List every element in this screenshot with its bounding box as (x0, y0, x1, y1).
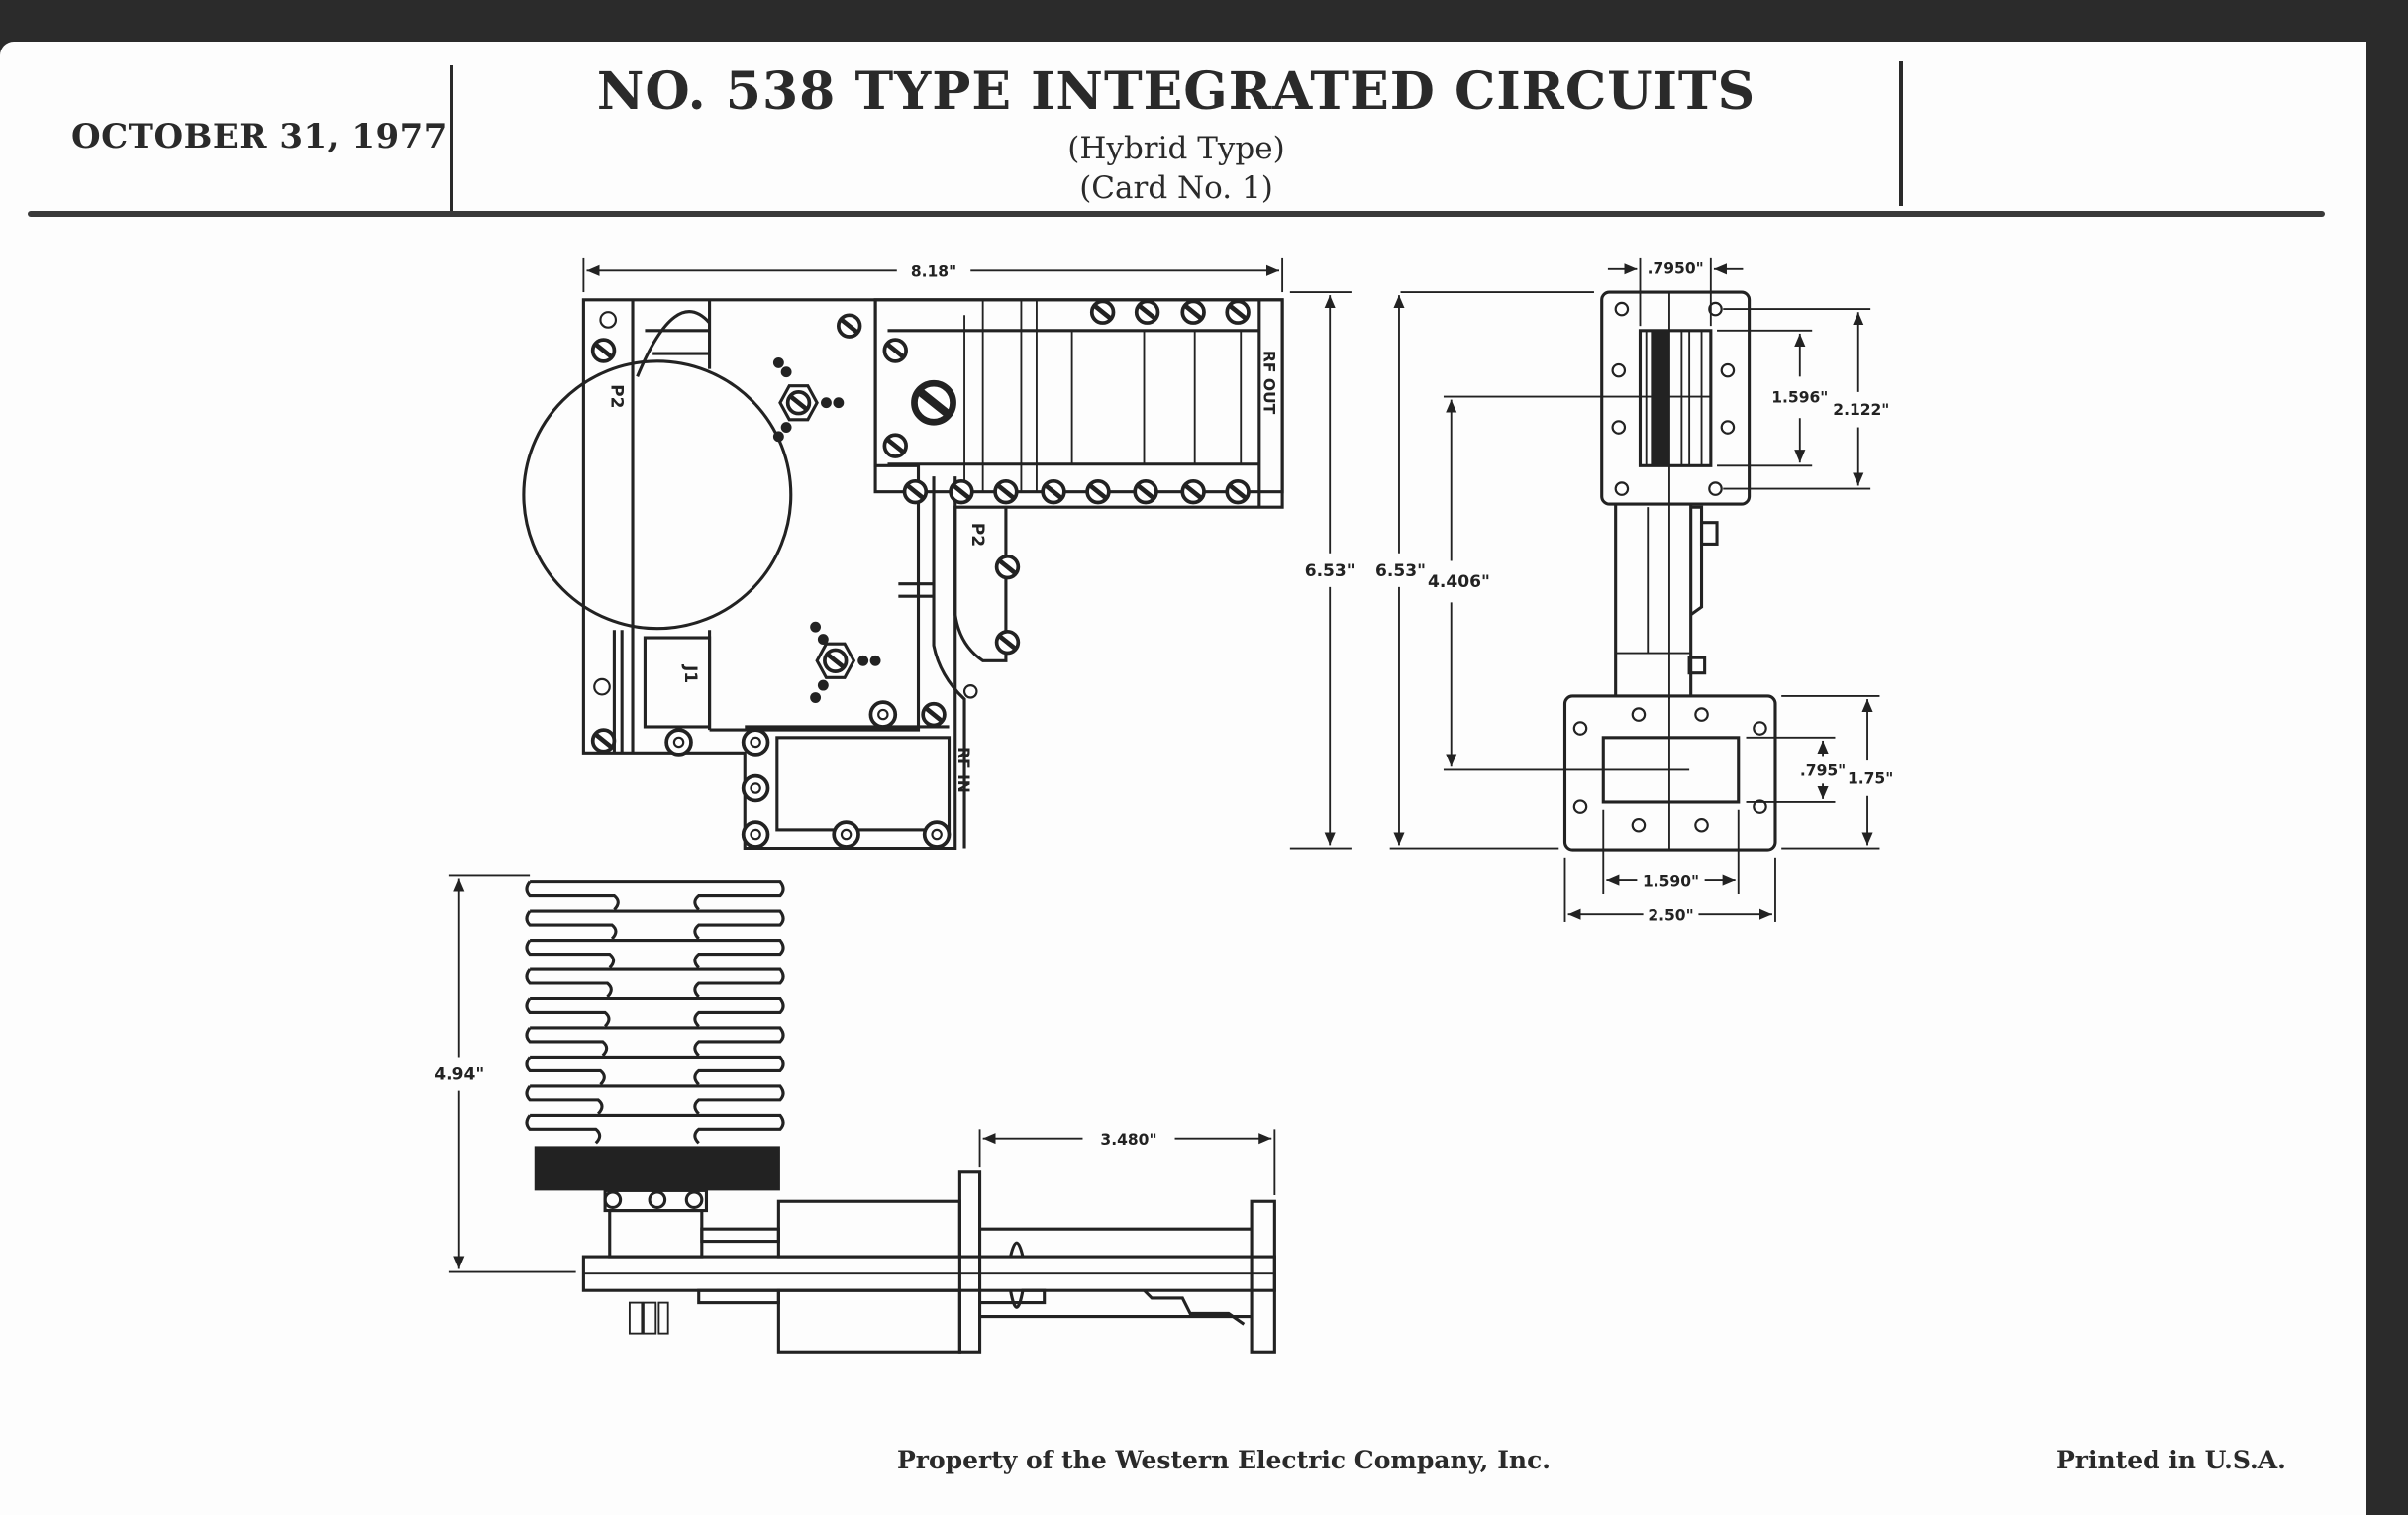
header-divider-right (1899, 61, 1903, 206)
heatsink-base (534, 1146, 780, 1191)
header-rule (28, 211, 2325, 217)
document-subtitle-card: (Card No. 1) (1079, 170, 1273, 206)
footer-printed-in: Printed in U.S.A. (2057, 1446, 2286, 1474)
heatsink-fin (525, 880, 785, 911)
circular-cavity (522, 359, 793, 631)
heatsink-fin (525, 1026, 785, 1057)
dim-height-653-top: 6.53" (1305, 561, 1355, 581)
heatsink-fin (525, 1055, 785, 1086)
label-j1: J1 (680, 664, 700, 683)
document-subtitle-type: (Hybrid Type) (1067, 131, 1285, 166)
heatsink-fin (525, 909, 785, 941)
document-title: NO. 538 TYPE INTEGRATED CIRCUITS (596, 61, 1756, 122)
heatsink-fin (525, 939, 785, 969)
dim-hole-spacing-2122: 2.122" (1833, 401, 1889, 419)
label-p2-right: P2 (967, 523, 987, 547)
label-rf-out: RF OUT (1259, 351, 1277, 415)
dim-slot-width-7950: .7950" (1648, 259, 1704, 277)
dim-waveguide-length-3480: 3.480" (1100, 1131, 1156, 1149)
dim-window-height-795: .795" (1800, 762, 1846, 780)
dim-flange-width-250: 2.50" (1648, 906, 1693, 924)
header-divider-left (450, 65, 453, 214)
dim-slot-height-1596: 1.596" (1771, 389, 1828, 407)
end-view: 6.53" 4.406" .7950" 1.596" 2.122" .795" … (1375, 257, 1893, 924)
dim-flange-height-175: 1.75" (1848, 769, 1893, 787)
heatsink-fin (525, 996, 785, 1028)
side-view: 4.94" 3.480" (434, 874, 1276, 1354)
footer-property-notice: Property of the Western Electric Company… (897, 1446, 1552, 1474)
label-p2-left: P2 (606, 384, 626, 408)
dim-height-653-end: 6.53" (1375, 561, 1426, 581)
document-card (0, 42, 2366, 1515)
dim-center-4406: 4.406" (1428, 572, 1490, 592)
dim-heatsink-height-494: 4.94" (434, 1065, 484, 1085)
heatsink-fin (525, 1113, 785, 1145)
issue-date: OCTOBER 31, 1977 (71, 117, 448, 156)
dim-width-818: 8.18" (911, 263, 956, 281)
label-rf-in: RF IN (954, 747, 972, 793)
heatsink-fins (525, 880, 785, 1145)
heatsink-fin (525, 1084, 785, 1115)
top-view: P2 P2 J1 RF OUT RF IN 8.18" 6.53" (522, 257, 1355, 851)
heatsink-fin (525, 967, 785, 999)
dim-window-width-1590: 1.590" (1643, 872, 1699, 890)
upper-flange (1600, 290, 1752, 506)
